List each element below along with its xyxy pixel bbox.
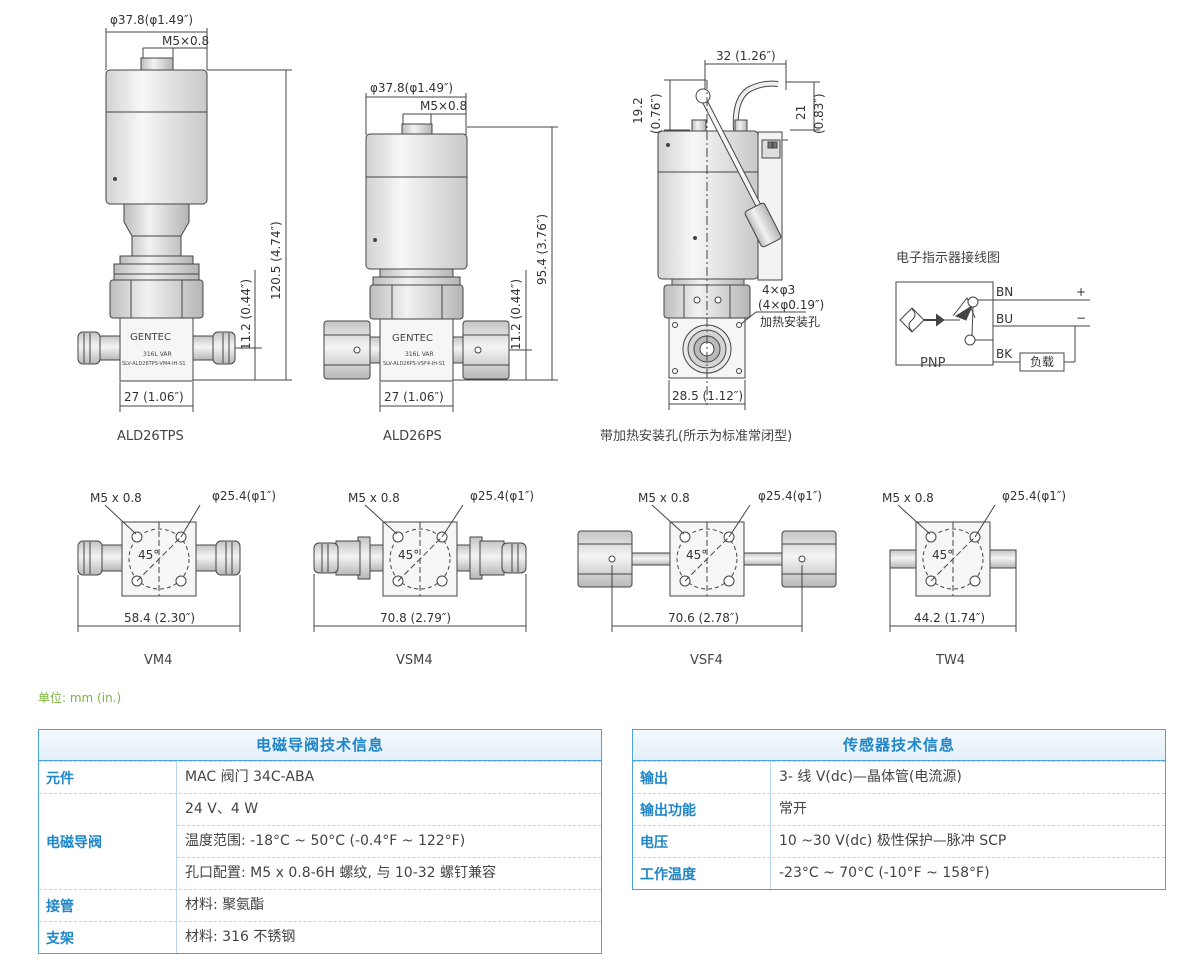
caption-vm4: VM4 xyxy=(144,653,172,668)
wiring-title: 电子指示器接线图 xyxy=(896,250,1000,266)
caption-ald26ps: ALD26PS xyxy=(383,429,442,444)
angle-tw4: 45° xyxy=(932,548,953,562)
dim-holes-in: (4×φ0.19″) xyxy=(758,298,824,312)
table-row: 工作温度 -23°C ~ 70°C (-10°F ~ 158°F) xyxy=(633,857,1165,889)
row-value: 24 V、4 W xyxy=(185,801,259,817)
dim-w-vsf4: 70.6 (2.78″) xyxy=(668,611,739,625)
dim-w27-tps: 27 (1.06″) xyxy=(124,390,184,404)
row-value: 3- 线 V(dc)—晶体管(电流源) xyxy=(779,769,962,785)
caption-tw4: TW4 xyxy=(935,653,965,668)
table-row: 元件 MAC 阀门 34C-ABA xyxy=(39,761,601,793)
angle-vsf4: 45° xyxy=(686,548,707,562)
wiring-diagram xyxy=(895,281,1090,372)
dim-holes: 4×φ3 xyxy=(762,283,795,297)
wiring-minus: − xyxy=(1076,311,1086,325)
solenoid-table-title: 电磁导阀技术信息 xyxy=(39,730,601,761)
valve-ald26tps xyxy=(77,28,292,412)
dim-m5-tps: M5×0.8 xyxy=(162,34,209,48)
dim-h19: 19.2 xyxy=(631,97,645,124)
dim-h120: 120.5 (4.74″) xyxy=(269,221,283,300)
dim-dia-vsf4: φ25.4(φ1″) xyxy=(758,489,822,503)
row-value: -23°C ~ 70°C (-10°F ~ 158°F) xyxy=(779,865,990,881)
dim-h21: 21 xyxy=(794,105,808,120)
wiring-bk: BK xyxy=(996,347,1013,361)
table-row: 接管 材料: 聚氨酯 xyxy=(39,889,601,921)
table-row: 输出 3- 线 V(dc)—晶体管(电流源) xyxy=(633,761,1165,793)
dim-m5-vsf4: M5 x 0.8 xyxy=(638,491,690,505)
dim-dia-tw4: φ25.4(φ1″) xyxy=(1002,489,1066,503)
label-heat-hole: 加热安装孔 xyxy=(760,314,820,329)
caption-ald26tps: ALD26TPS xyxy=(117,429,184,444)
row-value: 材料: 聚氨酯 xyxy=(185,897,265,913)
dim-h95: 95.4 (3.76″) xyxy=(535,214,549,285)
dim-w-vm4: 58.4 (2.30″) xyxy=(124,611,195,625)
body-brand-tps: GENTEC xyxy=(130,332,171,343)
sensor-table-title: 传感器技术信息 xyxy=(633,730,1165,761)
caption-heating: 带加热安装孔(所示为标准常闭型) xyxy=(600,429,792,444)
dim-w-vsm4: 70.8 (2.79″) xyxy=(380,611,451,625)
dim-dia-vm4: φ25.4(φ1″) xyxy=(212,489,276,503)
row-key: 工作温度 xyxy=(633,858,771,889)
row-key: 输出 xyxy=(633,762,771,793)
row-value: 10 ~30 V(dc) 极性保护—脉冲 SCP xyxy=(779,833,1007,849)
row-value: 温度范围: -18°C ~ 50°C (-0.4°F ~ 122°F) xyxy=(177,825,601,857)
row-value: 常开 xyxy=(779,801,807,817)
wiring-bn: BN xyxy=(996,285,1013,299)
dim-m5-vm4: M5 x 0.8 xyxy=(90,491,142,505)
row-value: MAC 阀门 34C-ABA xyxy=(185,769,315,785)
valve-ald26ps xyxy=(323,93,558,412)
topview-vm4 xyxy=(77,504,241,632)
row-key: 电磁导阀 xyxy=(39,794,177,889)
wiring-pnp: PNP xyxy=(920,356,946,371)
dim-w32: 32 (1.26″) xyxy=(716,49,776,63)
valve-heating-hole xyxy=(657,60,820,410)
table-row: 电磁导阀 24 V、4 W 温度范围: -18°C ~ 50°C (-0.4°F… xyxy=(39,793,601,889)
caption-vsf4: VSF4 xyxy=(690,653,723,668)
dim-dia-ps: φ37.8(φ1.49″) xyxy=(370,81,453,95)
dim-dia-vsm4: φ25.4(φ1″) xyxy=(470,489,534,503)
dim-h11-ps: 11.2 (0.44″) xyxy=(509,279,523,350)
topview-vsf4 xyxy=(577,504,837,632)
body-model-tps: SLV-ALD26TPS-VM4-IH-S1 xyxy=(122,361,186,367)
solenoid-table: 电磁导阀技术信息 元件 MAC 阀门 34C-ABA 电磁导阀 24 V、4 W… xyxy=(38,729,602,954)
row-key: 输出功能 xyxy=(633,794,771,825)
dim-w28: 28.5 (1.12″) xyxy=(672,389,743,403)
caption-vsm4: VSM4 xyxy=(396,653,433,668)
row-value: 材料: 316 不锈钢 xyxy=(185,929,296,945)
angle-vsm4: 45° xyxy=(398,548,419,562)
unit-note: 单位: mm (in.) xyxy=(38,691,122,705)
body-material-ps: 316L VAR xyxy=(405,351,434,358)
table-row: 电压 10 ~30 V(dc) 极性保护—脉冲 SCP xyxy=(633,825,1165,857)
row-key: 元件 xyxy=(39,762,177,793)
dim-h19-in: (0.76″) xyxy=(649,93,663,134)
dim-dia-tps: φ37.8(φ1.49″) xyxy=(110,13,193,27)
dim-w-tw4: 44.2 (1.74″) xyxy=(914,611,985,625)
wiring-load: 负载 xyxy=(1030,355,1054,369)
row-key: 支架 xyxy=(39,922,177,953)
dim-h21-in: (0.83″) xyxy=(812,93,826,134)
table-row: 支架 材料: 316 不锈钢 xyxy=(39,921,601,953)
dim-m5-ps: M5×0.8 xyxy=(420,99,467,113)
row-key: 电压 xyxy=(633,826,771,857)
row-key: 接管 xyxy=(39,890,177,921)
dim-m5-vsm4: M5 x 0.8 xyxy=(348,491,400,505)
technical-drawing: φ37.8(φ1.49″) M5×0.8 120.5 (4.74″) 11.2 … xyxy=(77,13,1090,668)
body-model-ps: SLV-ALD26PS-VSF4-IH-S1 xyxy=(383,361,445,367)
dim-m5-tw4: M5 x 0.8 xyxy=(882,491,934,505)
table-row: 输出功能 常开 xyxy=(633,793,1165,825)
body-brand-ps: GENTEC xyxy=(392,333,433,344)
wiring-plus: + xyxy=(1076,285,1086,299)
wiring-bu: BU xyxy=(996,312,1013,326)
angle-vm4: 45° xyxy=(138,548,159,562)
row-value: 孔口配置: M5 x 0.8-6H 螺纹, 与 10-32 螺钉兼容 xyxy=(177,857,601,889)
topview-vsm4 xyxy=(313,504,527,632)
dim-w27-ps: 27 (1.06″) xyxy=(384,390,444,404)
body-material-tps: 316L VAR xyxy=(143,351,172,358)
sensor-table: 传感器技术信息 输出 3- 线 V(dc)—晶体管(电流源) 输出功能 常开 电… xyxy=(632,729,1166,890)
dim-h11-tps: 11.2 (0.44″) xyxy=(239,279,253,350)
topview-tw4 xyxy=(889,504,1017,632)
